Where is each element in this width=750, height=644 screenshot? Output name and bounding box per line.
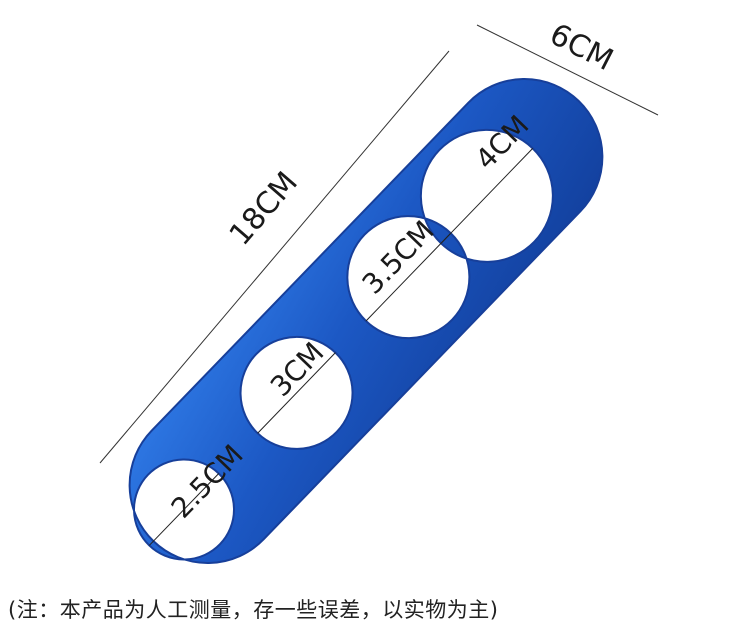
- length-label: 18CM: [223, 165, 305, 252]
- hole-2-5cm-diameter-line: [148, 473, 220, 546]
- length-dimension-line: [99, 50, 450, 464]
- measurement-note: (注：本产品为人工测量，存一些误差，以实物为主): [8, 598, 499, 622]
- hole-3-5cm-diameter-line: [365, 232, 452, 322]
- product-figure: 18CM 6CM 4CM 3.5CM 3CM 2.5CM: [99, 17, 659, 564]
- spaghetti-measure-plate: [128, 78, 604, 564]
- hole-4cm-diameter-line: [440, 148, 534, 244]
- hole-3cm-diameter-line: [257, 352, 336, 434]
- width-label: 6CM: [544, 17, 619, 78]
- hole-3cm-label: 3CM: [264, 336, 330, 403]
- width-dimension-line: [476, 24, 659, 116]
